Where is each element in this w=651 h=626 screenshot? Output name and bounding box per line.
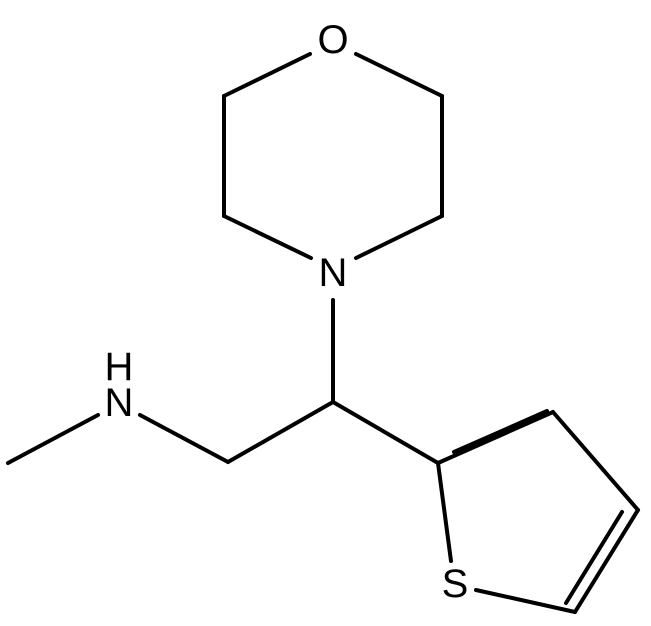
atom-nitrogen-amine-h: H (105, 345, 134, 389)
thiophene-ring (436, 409, 640, 614)
atom-nitrogen-morpholine: N (319, 251, 348, 295)
bond-chiral-carbon-ch2 (226, 400, 335, 464)
bond-c3-c4 (551, 410, 640, 512)
chain (6, 298, 440, 465)
bond-n-c-left (222, 214, 313, 260)
atom-nitrogen-amine: N (105, 381, 134, 425)
atom-oxygen: O (317, 18, 348, 62)
bond-ch2-nh (138, 413, 230, 464)
bond-c2-c3-double (452, 409, 549, 454)
bond-nh-methyl (6, 413, 100, 465)
bond-o-c-right (354, 52, 444, 98)
bond-chiral-carbon-thiophene (331, 400, 440, 465)
bond-c-n-right (354, 214, 444, 260)
bond-c-o-left (222, 52, 312, 98)
atom-labels: O N H N S (105, 18, 469, 606)
bond-c4-c5 (573, 508, 640, 614)
bond-c4-c5-double (564, 510, 624, 605)
bond-c5-s (474, 588, 577, 614)
bond-c2-c3 (436, 410, 555, 465)
atom-sulfur: S (442, 562, 469, 606)
bond-s-c2 (436, 461, 453, 563)
morpholine-ring (222, 52, 444, 260)
